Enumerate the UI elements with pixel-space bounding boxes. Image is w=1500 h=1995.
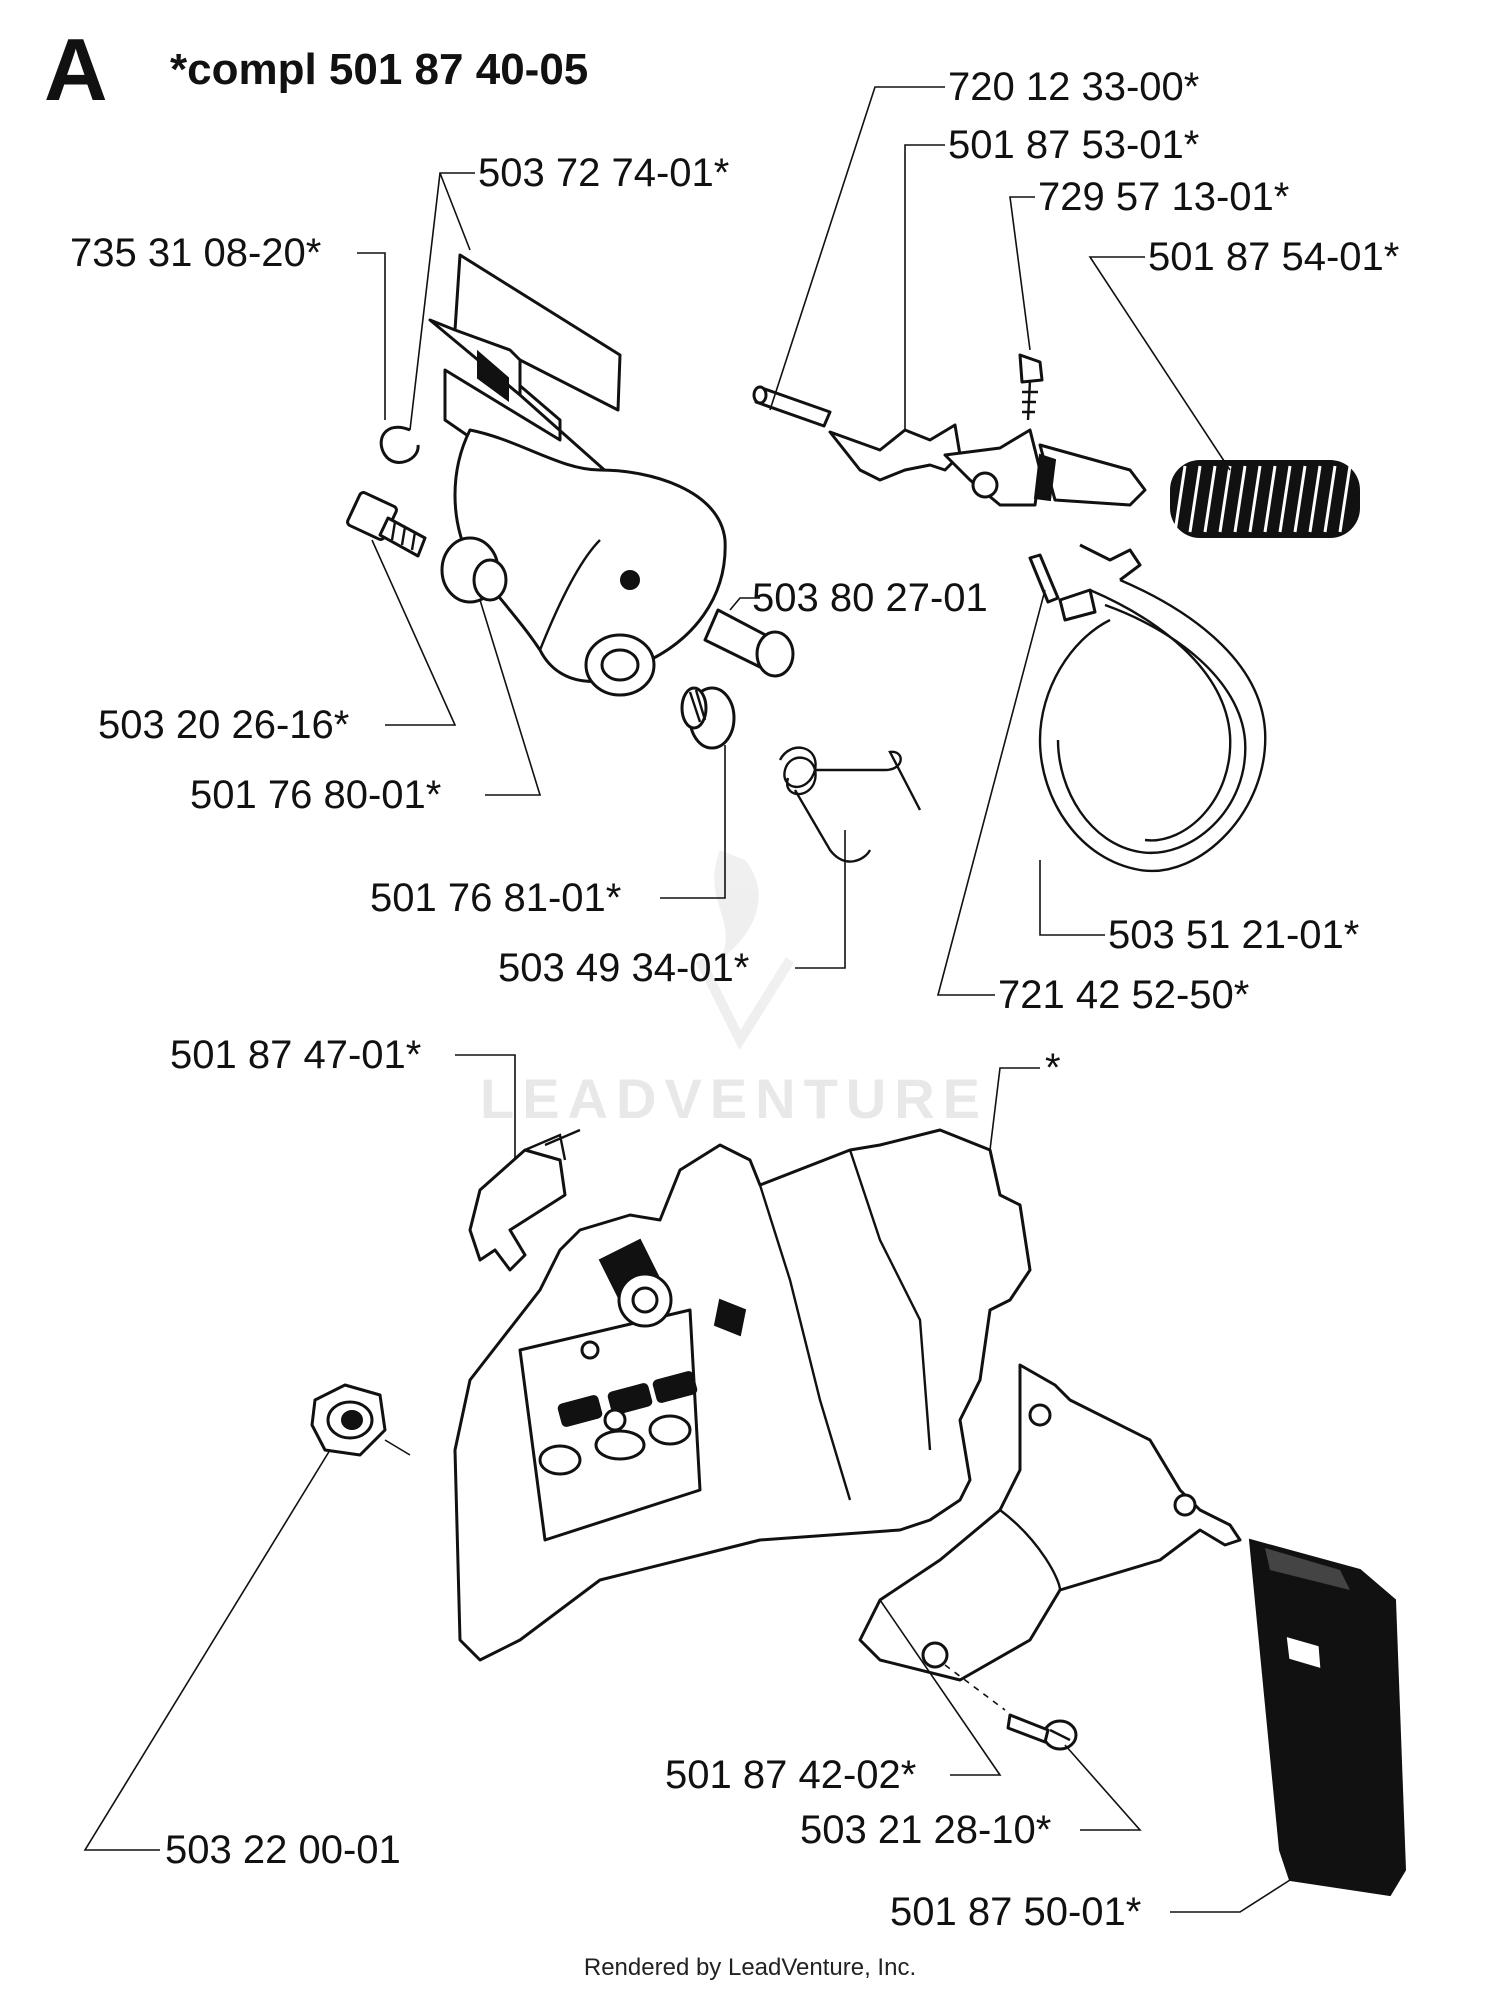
brake-handle-part	[428, 253, 727, 697]
clutch-cover-housing-part	[453, 1128, 1032, 1662]
callout-503-20-26-16: 503 20 26-16*	[98, 703, 349, 747]
callout-501-87-54-01: 501 87 54-01*	[1148, 235, 1399, 279]
callout-501-87-53-01: 501 87 53-01*	[948, 123, 1199, 167]
callout-720-12-33-00: 720 12 33-00*	[948, 65, 1199, 109]
assembly-title: *compl 501 87 40-05	[170, 45, 588, 94]
callout-501-87-42-02: 501 87 42-02*	[665, 1753, 916, 1797]
coil-spring-part	[1170, 460, 1360, 538]
torsion-spring-part	[778, 746, 922, 863]
callout-735-31-08-20: 735 31 08-20*	[70, 231, 321, 275]
leadventure-watermark: LEADVENTURE	[480, 850, 988, 1130]
section-letter: A	[44, 20, 108, 119]
lever-screw-part	[1018, 353, 1044, 421]
spacer-bushing-part	[440, 536, 508, 604]
brake-band-part	[1038, 543, 1267, 873]
callout-503-51-21-01: 503 51 21-01*	[1108, 913, 1359, 957]
callout-501-87-47-01: 501 87 47-01*	[170, 1033, 421, 1077]
roll-pin-part	[752, 385, 832, 428]
knee-lever-part	[828, 423, 1147, 507]
hex-screw-part	[346, 491, 427, 558]
cover-plate-part	[858, 1363, 1242, 1682]
callout-729-57-13-01: 729 57 13-01*	[1038, 175, 1289, 219]
callout-501-76-80-01: 501 76 80-01*	[190, 773, 441, 817]
circlip-part	[379, 425, 420, 464]
brake-shield-part	[468, 1128, 581, 1272]
chain-guard-part	[1248, 1538, 1407, 1897]
sleeve-nut-part	[680, 686, 736, 750]
watermark-text: LEADVENTURE	[480, 1067, 988, 1130]
pivot-pin-part	[703, 608, 795, 678]
callout-503-49-34-01: 503 49 34-01*	[498, 946, 749, 990]
leader-lines	[83, 86, 1291, 1913]
cover-screw-part	[944, 1664, 1078, 1751]
callout-721-42-52-50: 721 42 52-50*	[998, 973, 1249, 1017]
callout-asterisk: *	[1045, 1046, 1061, 1090]
flange-nut-part	[310, 1383, 411, 1457]
callout-503-72-74-01: 503 72 74-01*	[478, 151, 729, 195]
callout-501-76-81-01: 501 76 81-01*	[370, 876, 621, 920]
callout-503-21-28-10: 503 21 28-10*	[800, 1808, 1051, 1852]
band-pin-part	[1028, 553, 1060, 604]
callout-labels: 720 12 33-00* 501 87 53-01* 729 57 13-01…	[70, 65, 1399, 1934]
callout-501-87-50-01: 501 87 50-01*	[890, 1890, 1141, 1934]
callout-503-22-00-01: 503 22 00-01	[165, 1828, 401, 1872]
footer-credit: Rendered by LeadVenture, Inc.	[584, 1954, 916, 1981]
callout-503-80-27-01: 503 80 27-01	[752, 576, 988, 620]
